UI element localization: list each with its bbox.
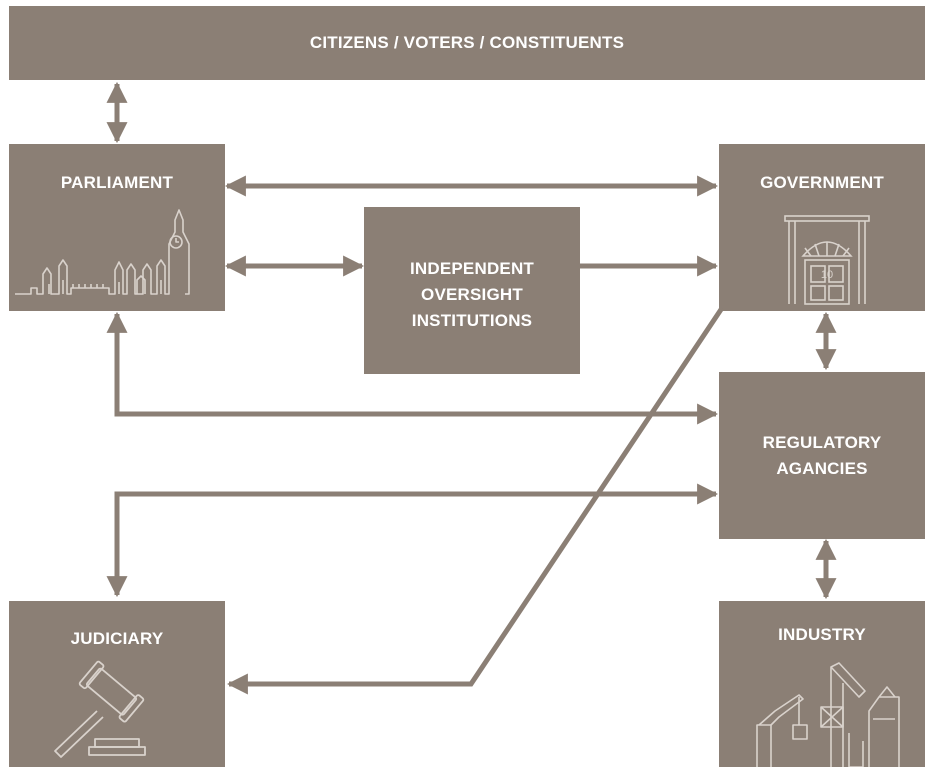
government-box: GOVERNMENT 10 — [719, 144, 925, 311]
gavel-icon — [54, 660, 146, 758]
government-label: GOVERNMENT — [760, 173, 884, 192]
arrow-government-judiciary — [226, 306, 725, 695]
oversight-label-line-2: OVERSIGHT — [421, 285, 523, 304]
regulatory-label-line-2: AGANCIES — [776, 459, 868, 478]
parliament-skyline-icon — [15, 209, 190, 295]
citizens-label: CITIZENS / VOTERS / CONSTITUENTS — [309, 33, 625, 52]
arrow-parliament-regulatory — [106, 311, 719, 425]
arrow-judiciary-regulatory — [106, 483, 719, 598]
cranes-icon — [756, 662, 900, 767]
judiciary-box: JUDICIARY — [9, 601, 225, 767]
citizens-box: CITIZENS / VOTERS / CONSTITUENTS — [9, 6, 925, 80]
downing-street-door-icon: 10 — [784, 215, 870, 305]
oversight-label-line-1: INDEPENDENT — [409, 259, 535, 278]
regulatory-label-line-1: REGULATORY — [762, 433, 882, 452]
industry-label: INDUSTRY — [778, 625, 866, 644]
oversight-box: INDEPENDENT OVERSIGHT INSTITUTIONS — [364, 207, 580, 374]
parliament-box: PARLIAMENT — [9, 144, 225, 311]
oversight-label-line-3: INSTITUTIONS — [411, 311, 533, 330]
judiciary-label: JUDICIARY — [70, 629, 164, 648]
parliament-label: PARLIAMENT — [60, 173, 174, 192]
industry-box: INDUSTRY — [719, 601, 925, 767]
regulatory-box: REGULATORY AGANCIES — [719, 372, 925, 539]
door-number: 10 — [821, 269, 833, 281]
